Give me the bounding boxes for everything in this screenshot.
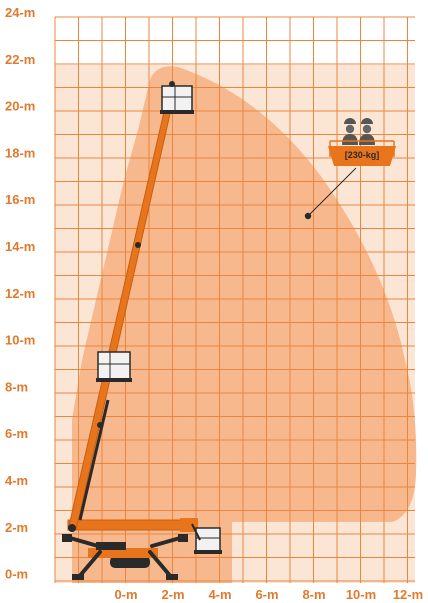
- x-axis-label: 12-m: [393, 587, 423, 602]
- capacity-label: [230-kg]: [345, 150, 380, 160]
- outriggers: [68, 536, 182, 580]
- y-axis-label: 20-m: [5, 99, 35, 114]
- y-axis-label: 6-m: [5, 426, 28, 441]
- x-axis-label: 6-m: [255, 587, 278, 602]
- y-axis-label: 14-m: [5, 239, 35, 254]
- capacity-basket: [328, 146, 396, 166]
- y-axis-label: 0-m: [5, 567, 28, 582]
- work-platform-mid: [96, 351, 132, 382]
- y-axis-label: 12-m: [5, 286, 35, 301]
- stowed-boom: [67, 518, 198, 532]
- y-axis-label: 4-m: [5, 473, 28, 488]
- x-axis-label: 8-m: [302, 587, 325, 602]
- callout-pointer: [304, 167, 357, 220]
- y-axis-label: 24-m: [5, 5, 35, 20]
- capacity-callout: [230-kg]: [328, 118, 396, 166]
- worker-icon: [342, 118, 358, 145]
- x-axis-label: 2-m: [161, 587, 184, 602]
- x-axis-label: 10-m: [346, 587, 376, 602]
- work-platform-top: [160, 81, 194, 114]
- worker-icon: [359, 118, 375, 145]
- x-axis-label: 0-m: [114, 587, 137, 602]
- y-axis-label: 18-m: [5, 145, 35, 160]
- y-axis-label: 22-m: [5, 52, 35, 67]
- grid-lines: [54, 16, 415, 583]
- y-axis-label: 16-m: [5, 192, 35, 207]
- y-axis-labels: 24-m 22-m 20-m 18-m 16-m 14-m 12-m 10-m 8-m 6-m 4-…: [5, 5, 35, 582]
- spider-lift-machine: [62, 81, 222, 580]
- working-envelope: [72, 66, 417, 583]
- y-axis-label: 8-m: [5, 379, 28, 394]
- x-axis-label: 4-m: [208, 587, 231, 602]
- x-axis-labels: 0-m 2-m 4-m 6-m 8-m 10-m 12-m: [114, 587, 423, 602]
- y-axis-label: 10-m: [5, 333, 35, 348]
- y-axis-label: 2-m: [5, 520, 28, 535]
- tracked-base: [88, 542, 158, 568]
- work-platform-stowed: [191, 523, 222, 554]
